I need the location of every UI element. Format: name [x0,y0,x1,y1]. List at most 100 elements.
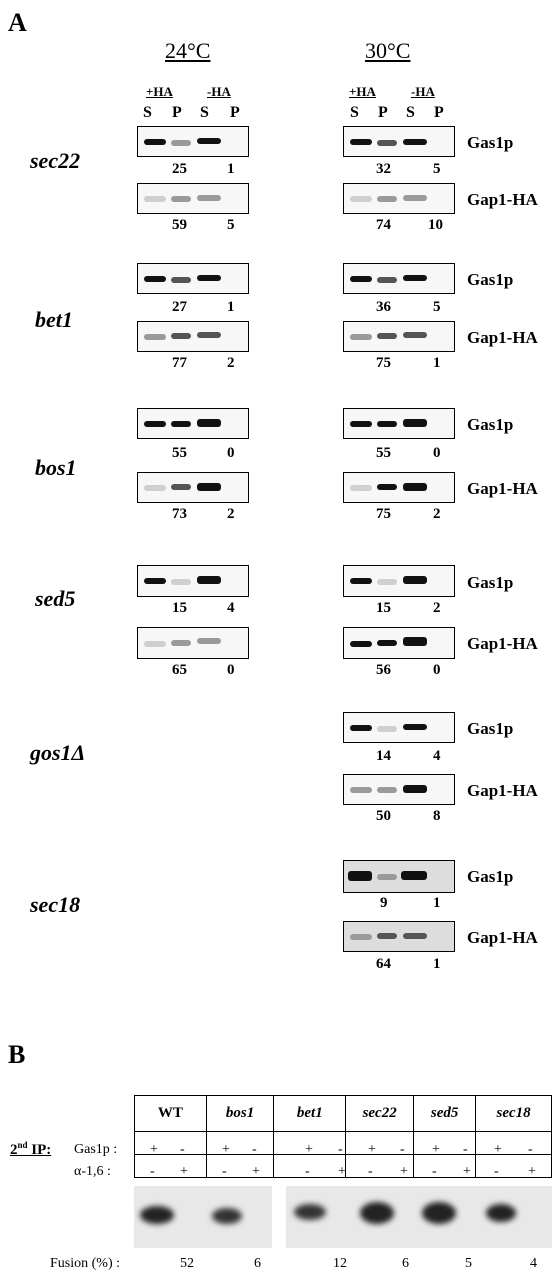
lane-p: P [172,104,182,121]
value: 65 [172,662,187,678]
label-gap1-ha: Gap1-HA [467,781,538,800]
blot-gap1-ha [343,321,455,352]
gene-label: bos1 [35,455,77,480]
sign: + [305,1142,313,1157]
label-gap1-ha: Gap1-HA [467,328,538,347]
blot-gap1-ha [343,183,455,214]
strain-sec22: sec22 [345,1095,415,1132]
sign: + [150,1142,158,1157]
hdr-plus-ha-30: +HA [349,84,376,99]
panel-b-letter: B [8,1040,26,1069]
sign: - [528,1142,533,1157]
value: 5 [227,217,235,233]
value: 77 [172,355,187,371]
label-gas1p: Gas1p [467,573,514,592]
value: 64 [376,956,391,972]
sign: - [432,1164,437,1179]
value: 1 [433,895,441,911]
value: 25 [172,161,187,177]
fusion-value: 12 [333,1256,347,1271]
lane-p: P [230,104,240,121]
gene-label: sec22 [30,148,81,173]
value: 9 [380,895,388,911]
sign: - [400,1142,405,1157]
sign: + [432,1142,440,1157]
value: 5 [433,161,441,177]
gel-right [286,1186,552,1248]
sign: - [222,1164,227,1179]
second-ip-label: 2nd IP: [10,1140,52,1158]
sign: + [252,1164,260,1179]
panel-a-letter: A [8,8,27,37]
row-label-alpha: α-1,6 : [74,1164,111,1179]
sign: - [180,1142,185,1157]
blot-gap1-ha [137,627,249,659]
value: 73 [172,506,187,522]
value: 1 [227,299,235,315]
sign: + [338,1164,346,1179]
value: 8 [433,808,441,824]
sign: + [494,1142,502,1157]
label-gap1-ha: Gap1-HA [467,634,538,653]
blot-gas1p [137,408,249,439]
blot-gap1-ha [343,627,455,659]
fusion-label: Fusion (%) : [50,1256,120,1271]
label-gas1p: Gas1p [467,133,514,152]
label-gap1-ha: Gap1-HA [467,928,538,947]
blot-gas1p [343,565,455,597]
blot-gap1-ha [137,321,249,352]
gene-label: sed5 [35,586,76,611]
value: 75 [376,506,391,522]
temp-24: 24°C [165,38,211,63]
gene-label: bet1 [35,307,73,332]
blot-gap1-ha [343,774,455,805]
value: 27 [172,299,187,315]
gene-label: sec18 [30,892,81,917]
hdr-plus-ha-24: +HA [146,84,173,99]
fusion-value: 6 [254,1256,261,1271]
value: 2 [433,506,441,522]
value: 14 [376,748,391,764]
sign: - [252,1142,257,1157]
value: 1 [433,956,441,972]
label-gas1p: Gas1p [467,867,514,886]
lane-p: P [378,104,388,121]
value: 5 [433,299,441,315]
sign: - [338,1142,343,1157]
gene-label: gos1Δ [30,740,86,765]
value: 1 [227,161,235,177]
value: 4 [433,748,441,764]
sign: + [180,1164,188,1179]
strain-bet1: bet1 [273,1095,347,1132]
blot-gas1p [137,565,249,597]
fusion-value: 52 [180,1256,194,1271]
sign: + [222,1142,230,1157]
value: 74 [376,217,391,233]
blot-gas1p [343,263,455,294]
sign: - [463,1142,468,1157]
fusion-value: 4 [530,1256,537,1271]
value: 4 [227,600,235,616]
blot-gas1p [343,860,455,893]
lane-s: S [406,104,415,121]
blot-gas1p [343,712,455,743]
lane-p: P [434,104,444,121]
strain-sec18: sec18 [475,1095,552,1132]
value: 0 [227,662,235,678]
gel-left [134,1186,272,1248]
value: 15 [376,600,391,616]
value: 10 [428,217,443,233]
sign: + [463,1164,471,1179]
blot-gap1-ha [343,921,455,952]
label-gap1-ha: Gap1-HA [467,190,538,209]
blot-gas1p [343,408,455,439]
value: 36 [376,299,391,315]
value: 32 [376,161,391,177]
sign: - [150,1164,155,1179]
blot-gas1p [137,126,249,157]
value: 56 [376,662,391,678]
hdr-minus-ha-24: -HA [207,84,231,99]
value: 0 [433,445,441,461]
value: 0 [227,445,235,461]
